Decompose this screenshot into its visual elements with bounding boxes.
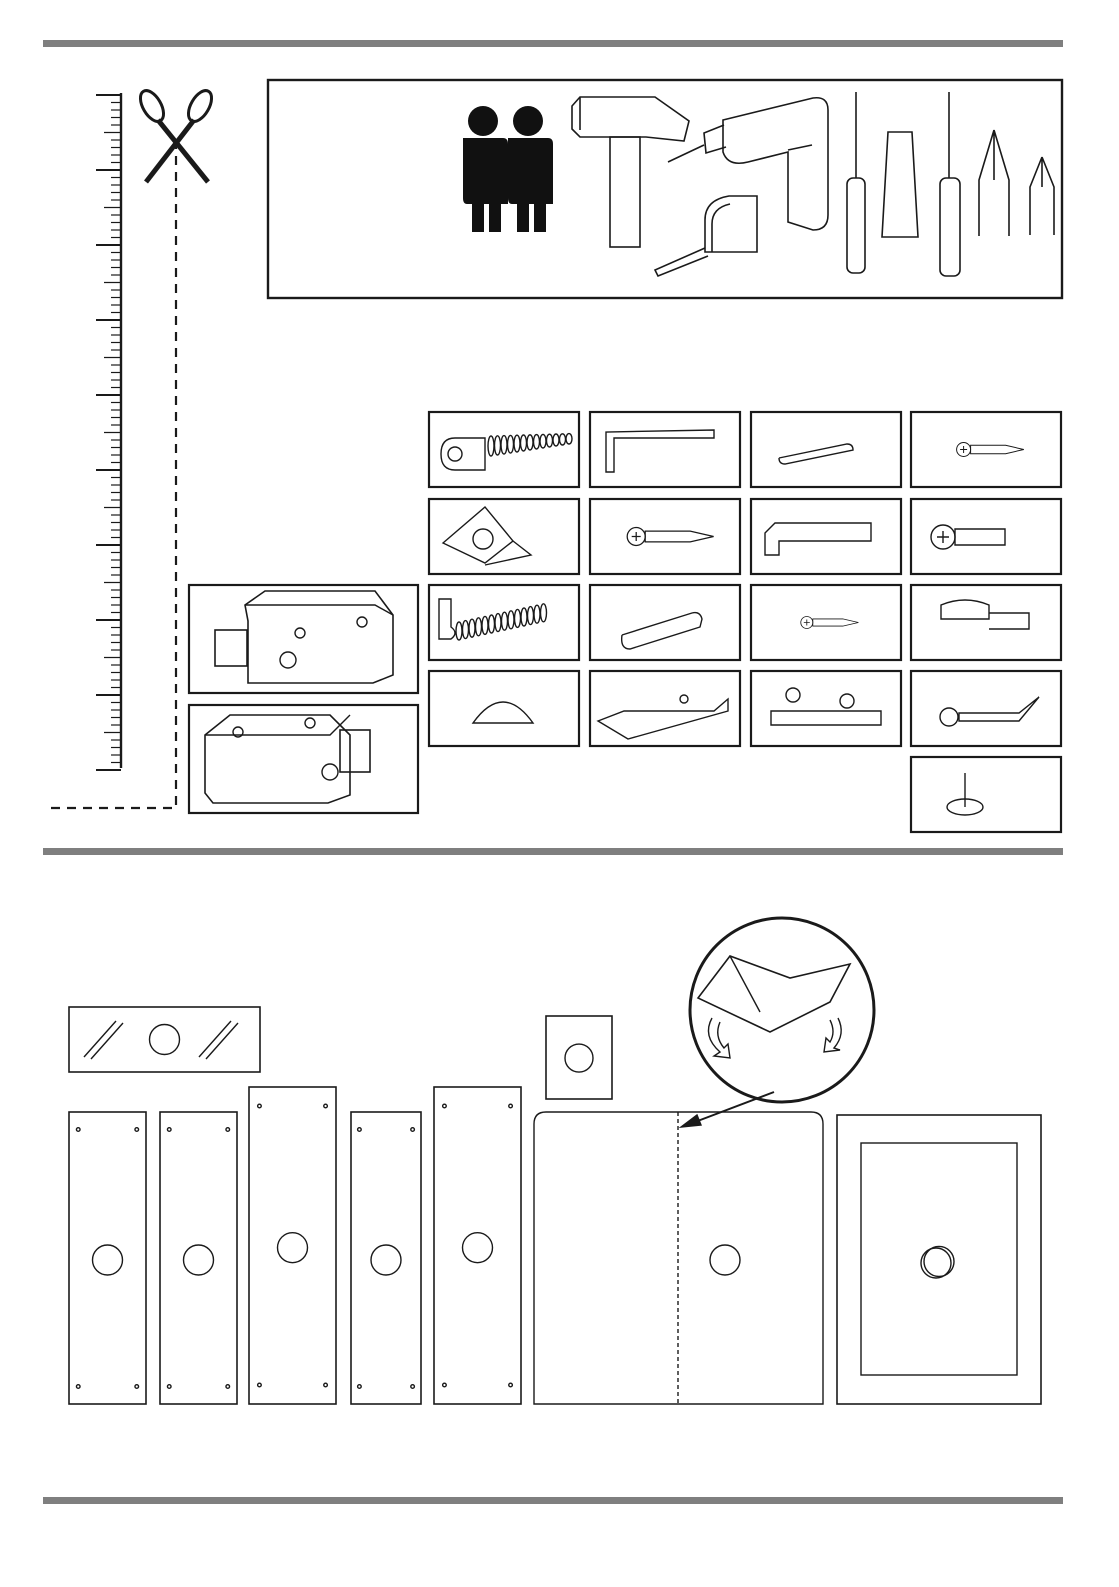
panels-group xyxy=(69,1007,1041,1404)
bottom-panel xyxy=(434,1087,521,1404)
latch-detail-right-icon xyxy=(189,705,418,813)
fittings-grid xyxy=(429,412,1061,832)
top-rule xyxy=(43,40,1063,47)
tiny-screw-icon xyxy=(751,585,901,660)
phillips-screwdriver-icon xyxy=(940,92,960,276)
cut-line xyxy=(48,140,176,808)
middle-rule xyxy=(43,848,1063,855)
ruler-icon xyxy=(96,93,121,770)
scissors-icon xyxy=(136,87,217,182)
bottom-rule xyxy=(43,1497,1063,1504)
shelf-panel xyxy=(351,1112,421,1404)
glass-shelf xyxy=(69,1007,260,1072)
small-panel xyxy=(546,1016,612,1099)
long-wood-screw-icon xyxy=(911,671,1061,746)
drill-icon xyxy=(668,98,828,230)
flat-bit-icon xyxy=(882,132,918,237)
machine-screw-icon xyxy=(911,499,1061,574)
back-panel xyxy=(534,1112,823,1404)
connector-bolt-icon xyxy=(429,412,579,487)
fold-detail-icon xyxy=(681,918,874,1127)
mounting-plate-icon xyxy=(751,671,901,746)
hammer-icon xyxy=(572,97,689,247)
handle-icon xyxy=(751,499,901,574)
tape-measure-icon xyxy=(655,196,757,276)
phillips-bit-icon xyxy=(979,130,1009,236)
screw-icon xyxy=(590,499,740,574)
small-screw-icon xyxy=(911,412,1061,487)
ruler-ticks xyxy=(96,95,121,770)
hinge-icon xyxy=(590,671,740,746)
door-panel xyxy=(837,1115,1041,1404)
nail-pin-icon xyxy=(911,757,1061,832)
phillips-bit-small-icon xyxy=(1030,157,1054,235)
shelf-support-icon xyxy=(911,585,1061,660)
allen-key-icon xyxy=(590,412,740,487)
side-panel-left xyxy=(69,1112,146,1404)
cover-cap-icon xyxy=(429,671,579,746)
wooden-dowel-icon xyxy=(751,412,901,487)
two-persons-icon xyxy=(463,106,553,232)
corner-bracket-icon xyxy=(429,499,579,574)
side-panel-inner xyxy=(160,1112,237,1404)
hook-screw-icon xyxy=(429,585,579,660)
flat-screwdriver-icon xyxy=(847,92,865,273)
latch-detail-left-icon xyxy=(189,585,418,693)
top-panel xyxy=(249,1087,336,1404)
wall-plug-icon xyxy=(590,585,740,660)
